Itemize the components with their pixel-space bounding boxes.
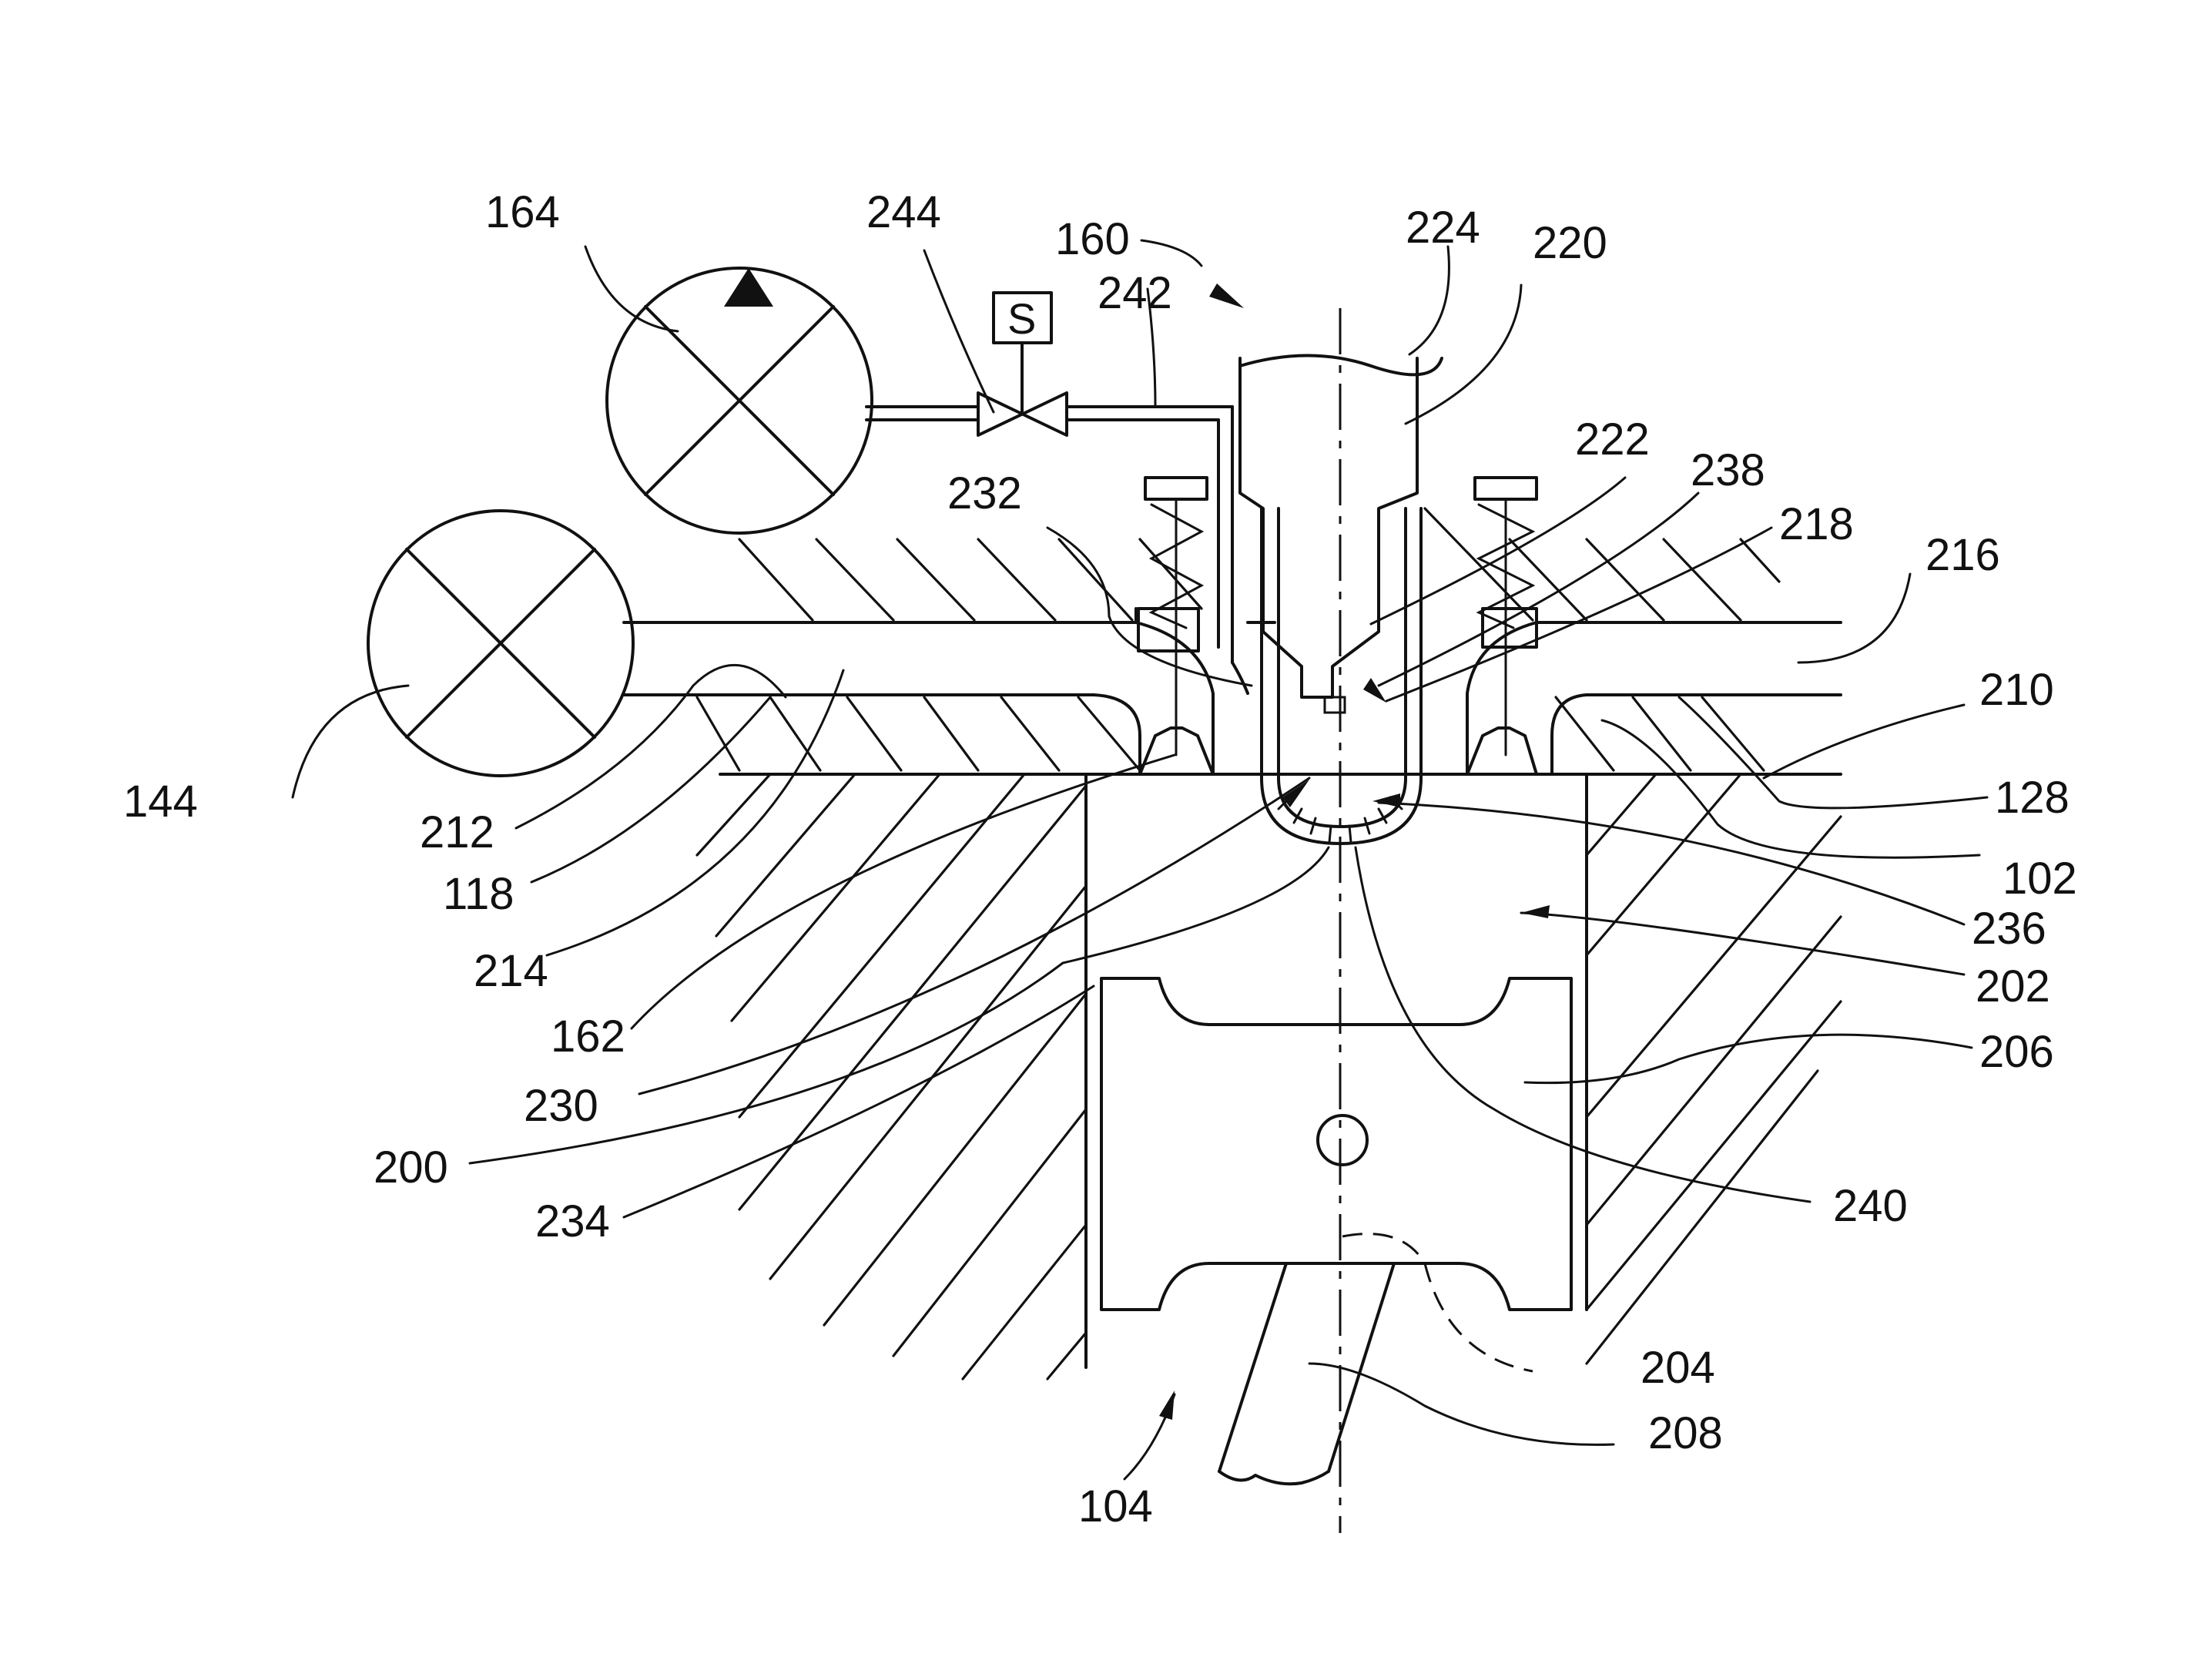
air-source [368, 511, 633, 776]
label-162: 162 [551, 1011, 625, 1062]
label-220: 220 [1533, 218, 1607, 268]
leader-lines [293, 240, 1987, 1479]
piston [1101, 978, 1571, 1371]
label-204: 204 [1641, 1343, 1715, 1393]
connecting-rod [1219, 1263, 1394, 1484]
label-244: 244 [866, 187, 941, 237]
label-102: 102 [2003, 854, 2077, 904]
label-232: 232 [947, 468, 1022, 518]
pin-boss [1342, 1234, 1533, 1371]
label-230: 230 [524, 1081, 598, 1131]
cylinder-wall-hatching [697, 774, 1841, 1379]
label-238: 238 [1691, 445, 1765, 495]
head-hatching [697, 508, 1779, 770]
label-214: 214 [474, 946, 548, 996]
label-104: 104 [1078, 1481, 1153, 1531]
wrist-pin [1318, 1115, 1367, 1165]
label-212: 212 [420, 807, 494, 857]
label-160: 160 [1055, 214, 1130, 264]
label-242: 242 [1098, 268, 1172, 318]
up-triangle-icon [724, 268, 773, 307]
label-240: 240 [1833, 1181, 1908, 1231]
label-128: 128 [1995, 773, 2070, 823]
label-216: 216 [1925, 530, 2000, 580]
label-202: 202 [1976, 961, 2050, 1011]
label-218: 218 [1779, 499, 1854, 549]
label-200: 200 [374, 1142, 448, 1193]
cylinder [1086, 774, 1587, 1367]
intake-passage [624, 609, 1213, 774]
label-222: 222 [1575, 414, 1650, 465]
label-234: 234 [535, 1196, 610, 1246]
fuel-pump [607, 268, 872, 533]
label-164: 164 [485, 187, 560, 237]
reference-labels: 164 244 160 242 224 220 222 238 218 216 … [123, 187, 2077, 1531]
label-224: 224 [1406, 203, 1480, 253]
label-236: 236 [1972, 904, 2046, 954]
label-210: 210 [1979, 665, 2054, 715]
label-206: 206 [1979, 1027, 2054, 1077]
solenoid-valve: S [978, 293, 1067, 435]
solenoid-symbol: S [1007, 294, 1036, 343]
label-208: 208 [1648, 1408, 1723, 1458]
label-118: 118 [443, 869, 514, 919]
label-144: 144 [123, 777, 198, 827]
